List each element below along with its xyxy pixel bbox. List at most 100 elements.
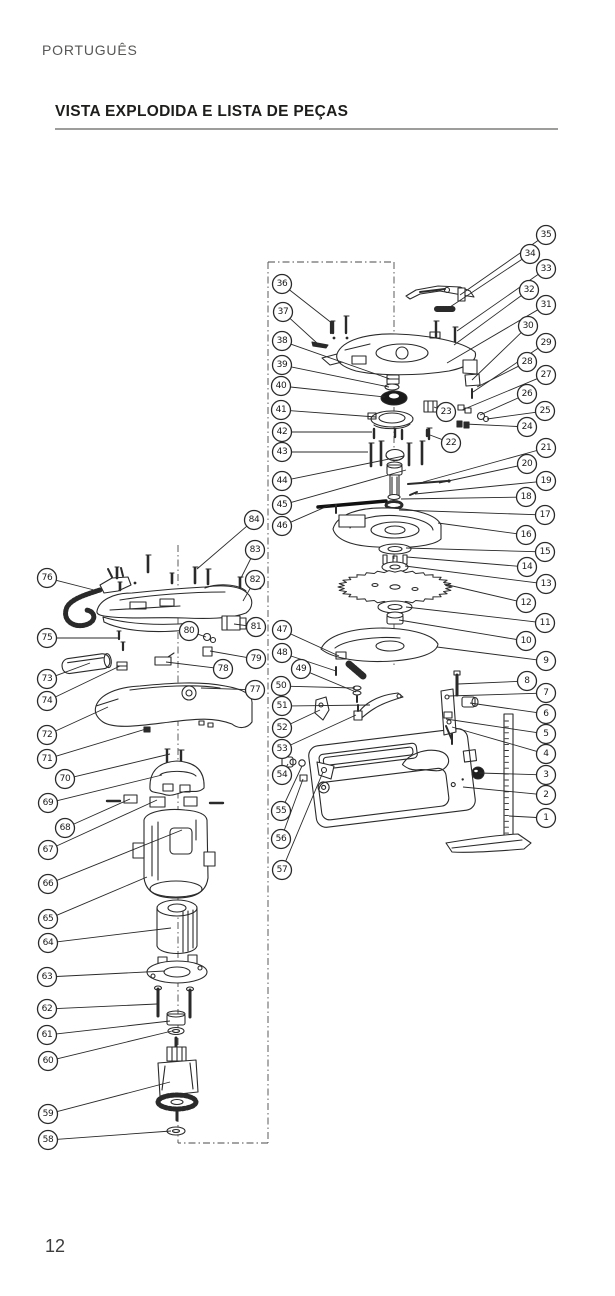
language-label: PORTUGUÊS [42,42,138,58]
svg-text:39: 39 [277,360,288,370]
part-balloon-49: 49 [290,658,312,680]
svg-text:4: 4 [543,749,549,759]
housing-screws [114,554,263,592]
part-balloon-11: 11 [534,612,556,634]
svg-text:52: 52 [277,723,288,733]
page-title: VISTA EXPLODIDA E LISTA DE PEÇAS [55,103,349,120]
blade-flanges [378,543,412,573]
svg-text:1: 1 [543,813,548,823]
svg-text:35: 35 [541,230,552,240]
lower-blade-guard [320,627,439,662]
svg-text:19: 19 [541,476,552,486]
svg-text:73: 73 [42,674,53,684]
brush-holders [105,794,225,808]
part-balloon-23: 23 [435,401,457,423]
part-balloon-83: 83 [244,539,266,561]
part-balloon-67: 67 [37,839,59,861]
part-balloon-84: 84 [243,509,265,531]
svg-text:55: 55 [276,806,287,816]
part-balloon-29: 29 [535,332,557,354]
svg-text:81: 81 [251,622,262,632]
part-balloon-31: 31 [535,294,557,316]
part-balloon-80: 80 [178,620,200,642]
svg-text:72: 72 [42,730,53,740]
part-balloon-28: 28 [516,351,538,373]
fan-assembly [367,374,414,430]
svg-text:2: 2 [543,790,548,800]
svg-text:75: 75 [42,633,53,643]
grip-cap [116,661,128,671]
svg-text:62: 62 [42,1004,53,1014]
svg-text:53: 53 [277,744,288,754]
part-balloon-19: 19 [535,470,557,492]
svg-text:9: 9 [543,656,549,666]
armature-gear [155,1036,199,1122]
svg-text:49: 49 [296,664,307,674]
brush-cap-assembly [149,748,205,796]
svg-text:78: 78 [218,664,229,674]
svg-text:20: 20 [522,459,533,469]
svg-text:64: 64 [43,938,54,948]
part-balloon-76: 76 [36,567,58,589]
switch-parts [116,615,247,666]
part-balloon-56: 56 [270,828,292,850]
part-balloon-4: 4 [535,743,557,765]
part-balloon-77: 77 [244,679,266,701]
part-balloon-27: 27 [535,364,557,386]
svg-text:28: 28 [522,357,533,367]
part-balloon-65: 65 [37,908,59,930]
svg-text:42: 42 [277,427,288,437]
svg-text:23: 23 [441,407,452,417]
part-balloon-68: 68 [54,817,76,839]
part-balloon-63: 63 [36,966,58,988]
svg-text:66: 66 [43,879,54,889]
svg-text:40: 40 [276,381,287,391]
part-balloon-15: 15 [534,541,556,563]
motor-screws [153,985,195,1019]
part-balloon-2: 2 [535,784,557,806]
part-balloon-70: 70 [54,768,76,790]
part-balloon-79: 79 [245,648,267,670]
part-balloon-44: 44 [271,470,293,492]
part-balloon-14: 14 [516,556,538,578]
part-balloon-61: 61 [36,1024,58,1046]
svg-text:14: 14 [522,562,533,572]
svg-text:22: 22 [446,438,457,448]
part-balloon-30: 30 [517,315,539,337]
part-balloon-25: 25 [534,400,556,422]
svg-text:67: 67 [43,845,54,855]
svg-text:41: 41 [276,405,287,415]
part-balloon-60: 60 [37,1050,59,1072]
part-balloon-34: 34 [519,243,541,265]
svg-text:30: 30 [523,321,534,331]
svg-text:59: 59 [43,1109,54,1119]
part-balloon-59: 59 [37,1103,59,1125]
svg-text:16: 16 [521,530,532,540]
svg-text:21: 21 [541,443,552,453]
svg-text:7: 7 [543,688,548,698]
motor-housing [132,808,216,899]
svg-text:71: 71 [42,754,53,764]
svg-text:80: 80 [184,626,195,636]
svg-text:33: 33 [541,264,552,274]
guard-lever [314,692,404,721]
part-balloon-47: 47 [271,619,293,641]
svg-text:60: 60 [43,1056,54,1066]
svg-text:45: 45 [277,500,288,510]
svg-text:57: 57 [277,865,288,875]
svg-text:82: 82 [250,575,261,585]
upper-blade-guard [332,504,442,549]
svg-text:63: 63 [42,972,53,982]
part-balloon-54: 54 [271,764,293,786]
svg-text:34: 34 [525,249,536,259]
svg-text:38: 38 [277,336,288,346]
svg-text:51: 51 [277,701,288,711]
small-hardware-right [423,373,490,441]
svg-text:54: 54 [277,770,288,780]
part-balloon-9: 9 [535,650,557,672]
fence-bracket [440,670,479,745]
part-balloon-75: 75 [36,627,58,649]
part-balloon-26: 26 [516,383,538,405]
guard-spring [335,651,367,703]
